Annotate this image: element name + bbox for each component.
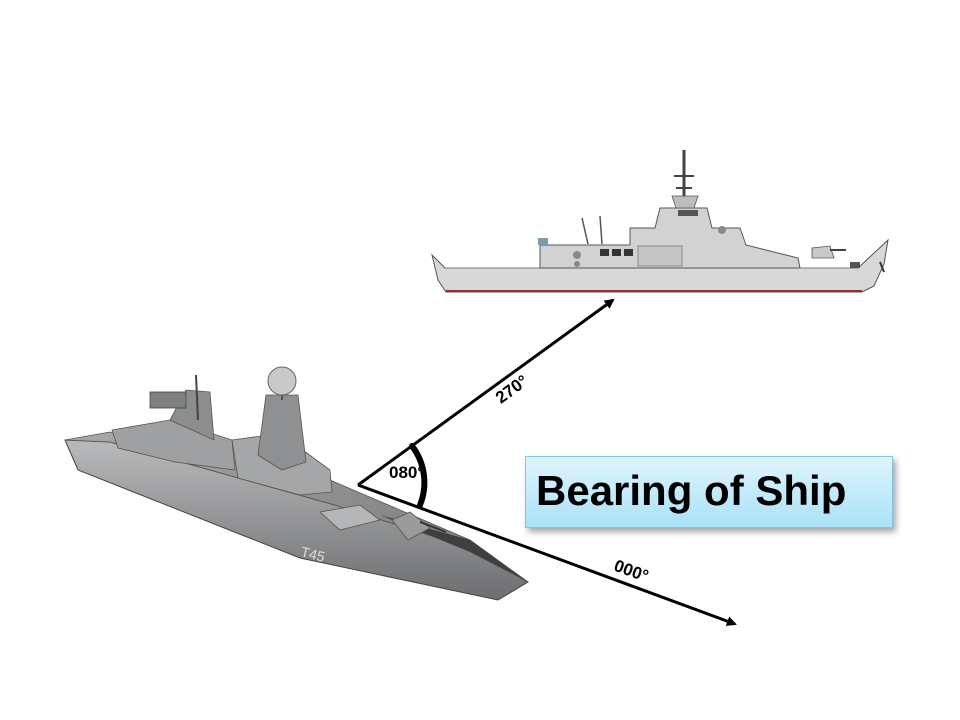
title-box: Bearing of Ship xyxy=(525,456,893,528)
frigate-ship xyxy=(431,150,889,293)
page-title: Bearing of Ship xyxy=(536,467,847,514)
angle-arc xyxy=(409,443,428,508)
angle-label: 080° xyxy=(389,463,425,482)
destroyer-ship: T45 xyxy=(64,366,529,601)
bearing-arrow-bottom xyxy=(357,483,737,626)
hull-marking: T45 xyxy=(299,543,326,564)
bearing-arrow-top xyxy=(357,298,615,487)
